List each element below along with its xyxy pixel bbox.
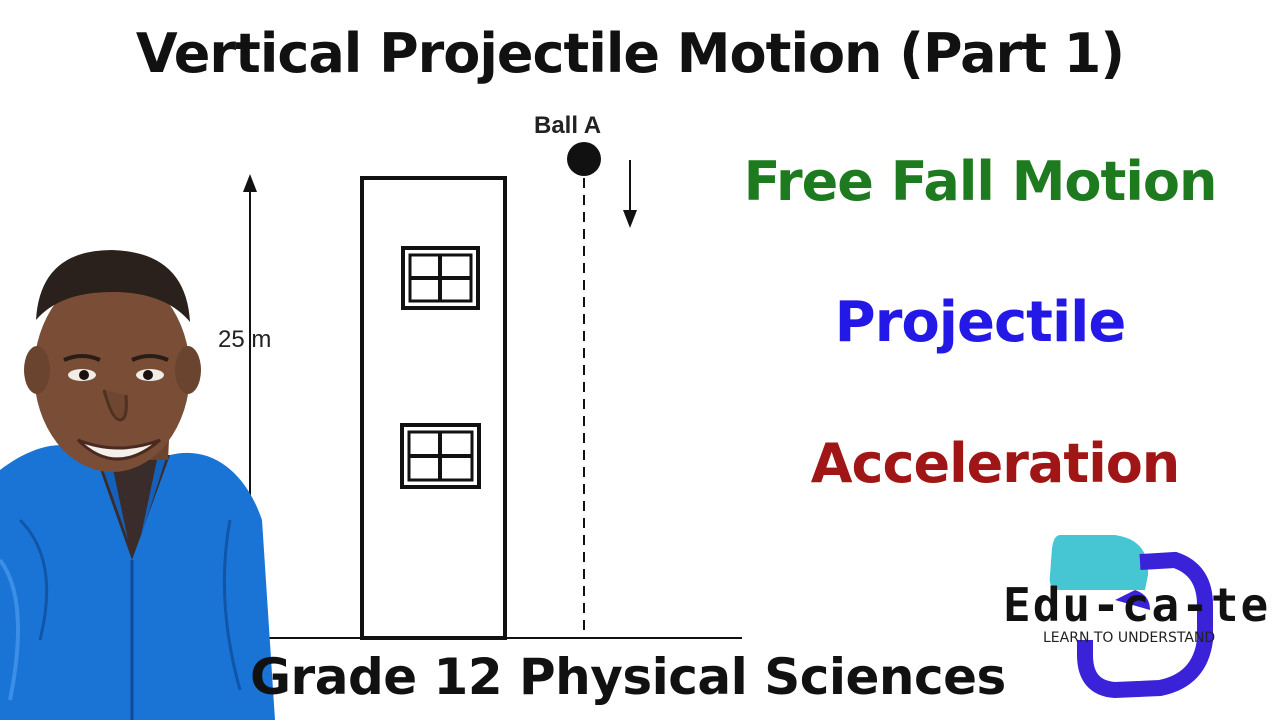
logo-name: Edu-ca-te: [1003, 578, 1271, 632]
topic-acceleration: Acceleration: [810, 432, 1181, 495]
jacket: [0, 445, 275, 720]
face: [34, 272, 190, 472]
topic-free-fall: Free Fall Motion: [743, 150, 1218, 213]
smile: [76, 438, 161, 461]
height-arrow-head: [243, 174, 257, 192]
hair: [36, 250, 190, 322]
window-lower: [400, 423, 481, 489]
ball-label: Ball A: [534, 112, 601, 139]
presenter-photo: [0, 250, 275, 720]
page-title: Vertical Projectile Motion (Part 1): [135, 22, 1125, 85]
height-label: 25 m: [218, 326, 271, 353]
fall-arrow-head: [623, 210, 637, 228]
subject-caption: Grade 12 Physical Sciences: [250, 648, 1006, 706]
ball: [567, 142, 601, 176]
logo-tagline: LEARN TO UNDERSTAND: [1043, 630, 1216, 646]
window-upper: [401, 246, 480, 310]
topic-projectile: Projectile: [834, 290, 1127, 355]
projectile-diagram: 25 m Ball A: [218, 112, 742, 640]
educate-logo-icon: [1049, 535, 1213, 699]
